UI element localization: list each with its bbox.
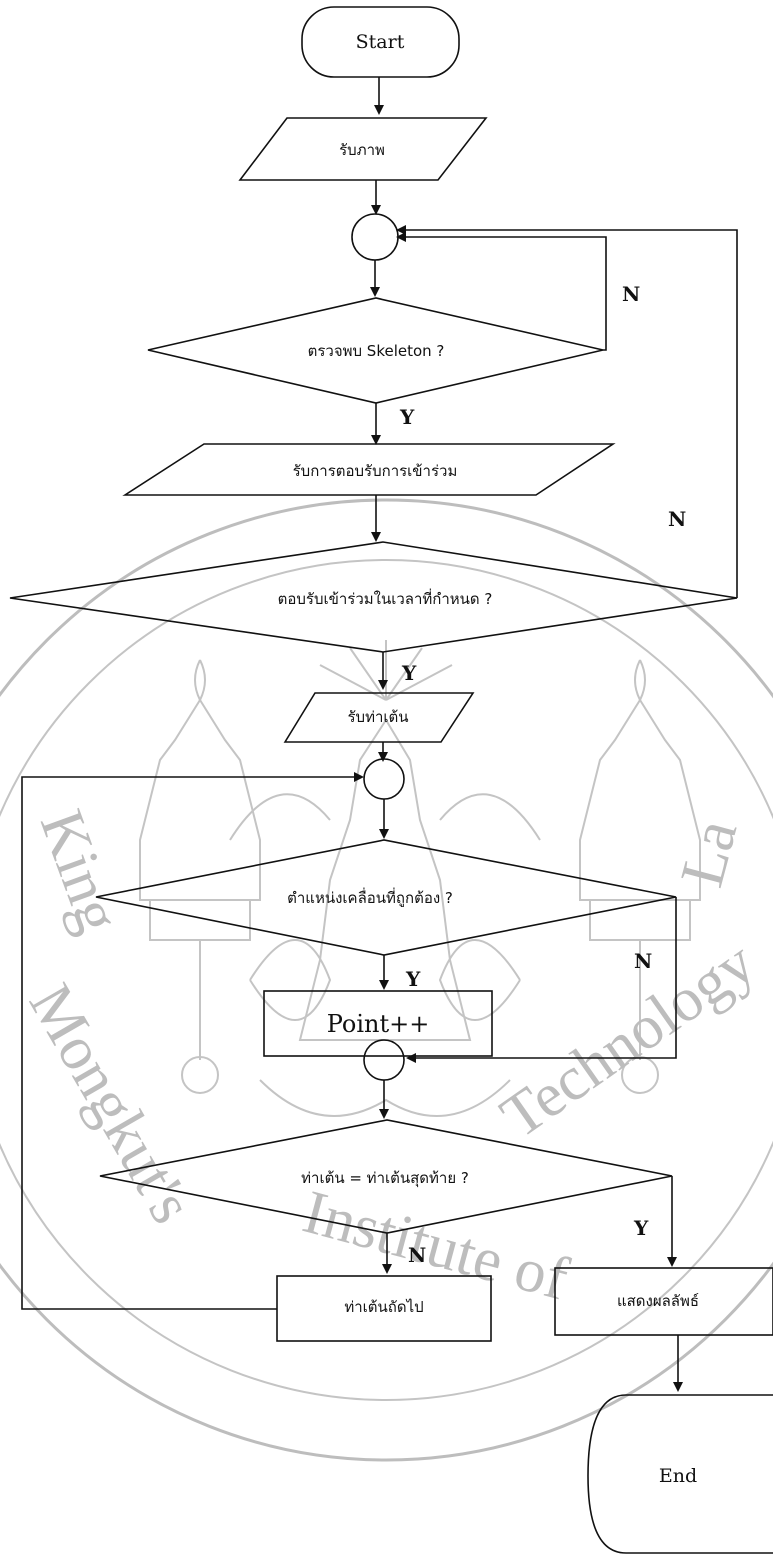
point-increment-label: Point++ [327, 1010, 430, 1038]
position-correct-label: ตำแหน่งเคลื่อนที่ถูกต้อง ? [287, 887, 453, 907]
position-yes-label: Y [405, 967, 421, 991]
watermark-text-technology: Technology [489, 928, 767, 1151]
detect-skeleton-decision: ตรวจพบ Skeleton ? [147, 297, 604, 404]
accept-yes-label: Y [401, 661, 417, 685]
receive-response-io: รับการตอบรับการเข้าร่วม [122, 443, 616, 496]
arrow-accept-no-loop [396, 225, 738, 598]
end-label: End [659, 1465, 697, 1487]
start-terminal: Start [301, 6, 460, 78]
watermark-text-institute: Institute of [296, 1178, 575, 1314]
show-result-label: แสดงผลลัพธ์ [617, 1292, 699, 1310]
start-label: Start [356, 31, 405, 53]
connector-2 [363, 758, 405, 800]
pose-last-yes-label: Y [633, 1216, 649, 1240]
watermark-text-mongkut: Mongkut's [16, 973, 206, 1234]
show-result-process: แสดงผลลัพธ์ [554, 1267, 773, 1336]
skeleton-yes-label: Y [399, 405, 415, 429]
connector-3 [363, 1039, 405, 1081]
watermark-seal: King Mongkut's Institute of Technology L… [0, 498, 773, 1462]
receive-image-io: รับภาพ [238, 117, 488, 181]
position-no-label: N [634, 949, 652, 973]
arrow-skeleton-no-loop [396, 232, 607, 351]
receive-pose-label: รับท่าเต้น [347, 708, 408, 726]
watermark-text-king: King [27, 802, 133, 942]
skeleton-no-label: N [622, 282, 640, 306]
accept-no-label: N [668, 507, 686, 531]
receive-pose-io: รับท่าเต้น [283, 692, 475, 743]
pose-last-no-label: N [408, 1243, 426, 1267]
arrow-position-no [406, 897, 677, 1063]
watermark-text-la: La [668, 813, 751, 894]
accept-in-time-label: ตอบรับเข้าร่วมในเวลาที่กำหนด ? [278, 588, 493, 608]
receive-image-label: รับภาพ [339, 141, 385, 159]
next-pose-label: ท่าเต้นถัดไป [344, 1298, 423, 1316]
end-terminal: End [587, 1394, 773, 1554]
pose-is-last-label: ท่าเต้น = ท่าเต้นสุดท้าย ? [301, 1169, 469, 1188]
point-increment-process: Point++ [263, 990, 493, 1057]
connector-1 [351, 213, 399, 261]
detect-skeleton-label: ตรวจพบ Skeleton ? [308, 342, 445, 360]
receive-response-label: รับการตอบรับการเข้าร่วม [293, 462, 458, 480]
arrow-next-pose-loop [21, 772, 364, 1310]
